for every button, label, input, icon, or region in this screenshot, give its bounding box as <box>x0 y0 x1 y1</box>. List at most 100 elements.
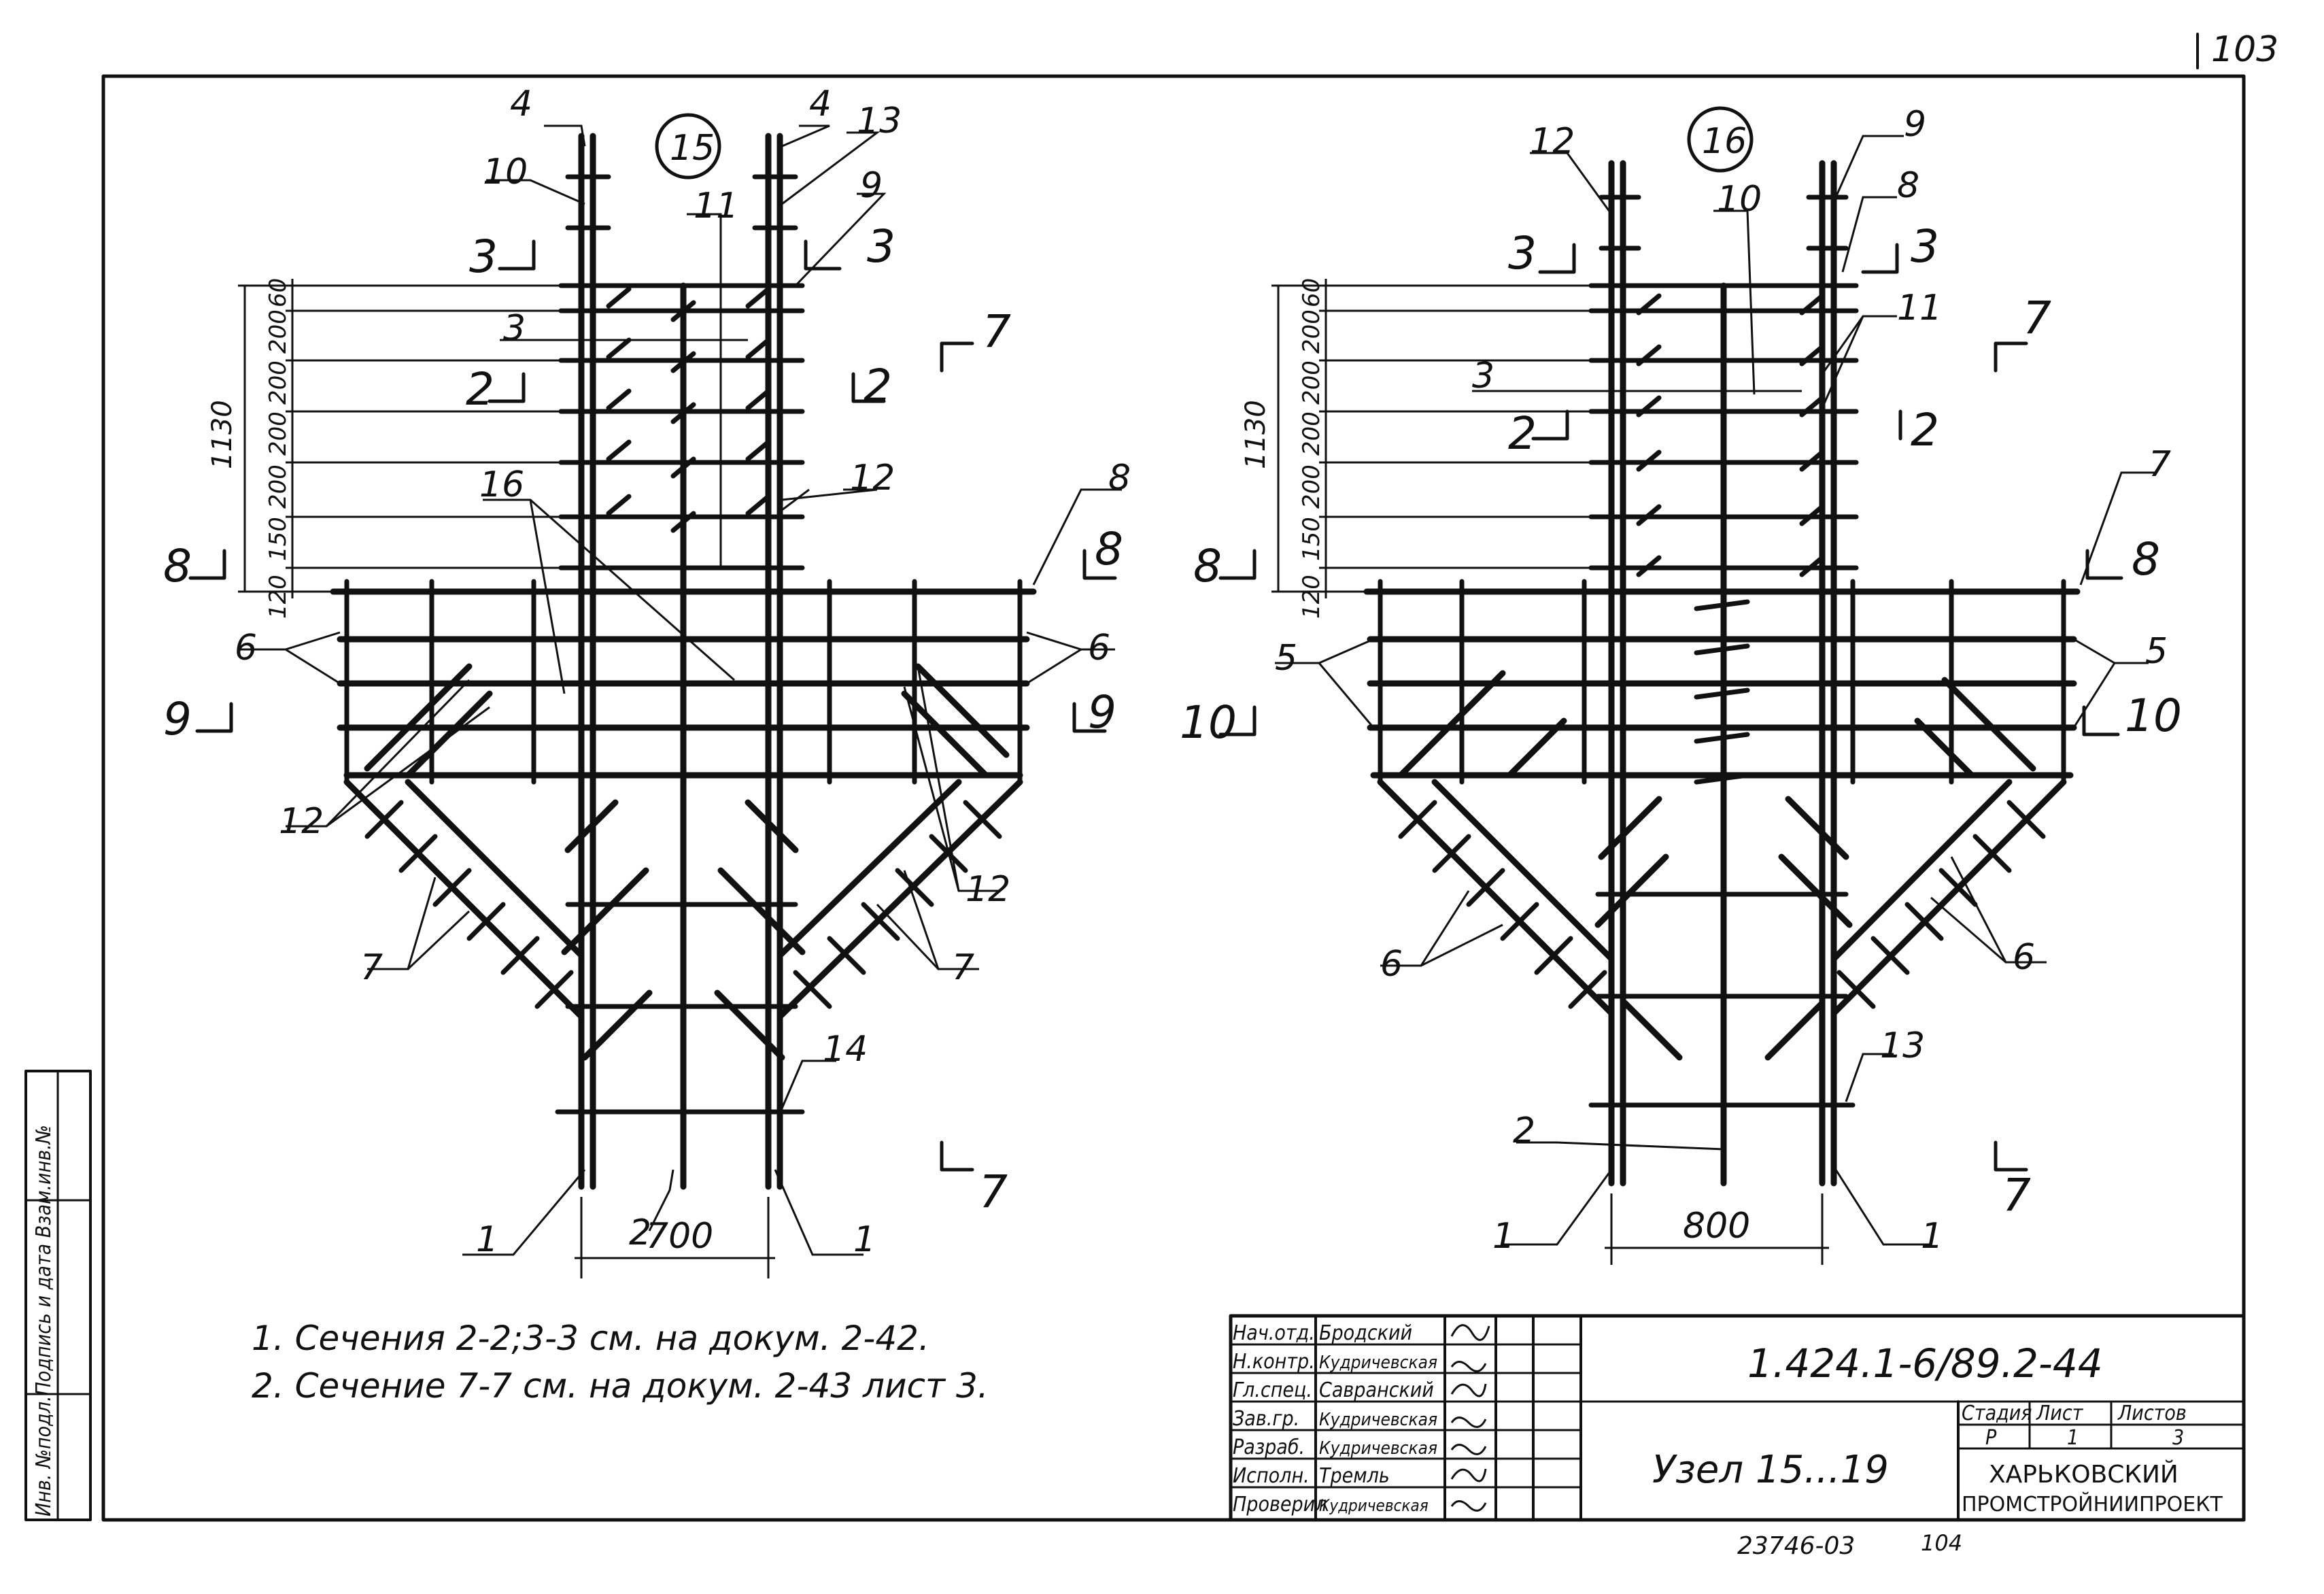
drawing-label: 200 <box>264 360 292 405</box>
drawing-label: Кудричевская <box>1319 1438 1437 1459</box>
drawing-label: 7 <box>360 947 383 988</box>
drawing-label: 150 <box>1298 517 1325 561</box>
drawing-label: Разраб. <box>1233 1436 1305 1459</box>
drawing-label: 2 <box>864 360 892 412</box>
drawing-label: 200 <box>264 411 292 456</box>
drawing-label: 7 <box>952 947 974 988</box>
drawing-label: 8 <box>1897 165 1919 206</box>
drawing-label: 60 <box>264 278 292 307</box>
drawing-label: 200 <box>1298 360 1325 405</box>
drawing-label: 4 <box>809 84 832 124</box>
drawing-title: Узел 15...19 <box>1652 1448 1889 1492</box>
drawing-label: 8 <box>1193 540 1222 592</box>
drawing-label: 9 <box>163 693 192 745</box>
drawing-label: 6 <box>1088 628 1110 668</box>
note-1: 1. Сечения 2-2;3-3 см. на докум. 2-42. <box>252 1319 929 1358</box>
drawing-label: ПРОМСТРОЙНИИПРОЕКТ <box>1962 1492 2223 1516</box>
drawing-label: Лист <box>2036 1402 2084 1425</box>
drawing-label: 8 <box>2132 533 2160 586</box>
drawing-label: 7 <box>979 1166 1008 1218</box>
drawing-label: 200 <box>1298 464 1325 509</box>
drawing-label: 13 <box>857 101 902 141</box>
drawing-label: Кудричевская <box>1319 1410 1437 1430</box>
drawing-label: 11 <box>694 186 738 226</box>
drawing-label: Савранский <box>1319 1378 1434 1402</box>
drawing-label: 10 <box>483 152 528 192</box>
drawing-label: 10 <box>1180 696 1237 749</box>
drawing-label: 2 <box>466 363 494 416</box>
node-16-id: 16 <box>1702 121 1747 162</box>
drawing-label: 6 <box>1380 944 1403 985</box>
drawing-label: 3 <box>1911 220 1939 273</box>
drawing-label: ХАРЬКОВСКИЙ <box>1989 1460 2178 1489</box>
drawing-label: 2 <box>1513 1110 1535 1151</box>
drawing-label: 3 <box>867 220 895 273</box>
node-15-drawing: 15 <box>163 84 1131 1278</box>
side-stamp: Инв. №подл.Подпись и дата Взам.инв.№ <box>24 1070 92 1521</box>
drawing-label: Стадия <box>1962 1402 2032 1425</box>
drawing-label: 2 <box>629 1213 651 1253</box>
drawing-label: 2 <box>1911 404 1939 456</box>
drawing-label: 7 <box>2149 444 2171 485</box>
drawing-label: Гл.спец. <box>1233 1378 1312 1402</box>
drawing-label: 16 <box>479 464 524 505</box>
drawing-label: 1130 <box>207 400 238 469</box>
drawing-label: 8 <box>1108 458 1131 498</box>
drawing-label: 8 <box>1095 523 1123 575</box>
drawing-label: Кудричевская <box>1319 1496 1429 1515</box>
drawing-label: 150 <box>264 517 292 561</box>
drawing-label: 3 <box>2172 1426 2184 1450</box>
drawing-label: Зав.гр. <box>1233 1407 1299 1431</box>
drawing-label: 7 <box>982 305 1011 358</box>
drawing-label: 4 <box>510 84 532 124</box>
copy-number: 23746-03 <box>1737 1532 1855 1560</box>
drawing-label: Листов <box>2117 1402 2187 1425</box>
drawing-label: 11 <box>1897 288 1942 328</box>
drawing-label: Н.контр. <box>1233 1350 1315 1374</box>
drawing-label: 800 <box>1683 1206 1750 1247</box>
drawing-label: 12 <box>1530 121 1575 162</box>
doc-code: 1.424.1-6/89.2-44 <box>1747 1340 2103 1387</box>
note-2: 2. Сечение 7-7 см. на докум. 2-43 лист 3… <box>252 1366 989 1406</box>
sheet-frame <box>101 74 2246 1522</box>
drawing-label: 1 <box>2067 1426 2079 1450</box>
drawing-label: Бродский <box>1319 1321 1412 1345</box>
drawing-label: 8 <box>163 540 192 592</box>
drawing-label: Кудричевская <box>1319 1353 1437 1373</box>
drawing-label: 200 <box>1298 309 1325 354</box>
drawing-label: 3 <box>469 231 498 283</box>
drawing-label: 200 <box>264 309 292 354</box>
drawing-label: 120 <box>1298 575 1325 619</box>
drawing-label: 700 <box>646 1216 713 1257</box>
drawing-label: 2 <box>1508 407 1537 460</box>
drawing-label: 12 <box>966 869 1010 910</box>
node-15-id: 15 <box>670 128 715 169</box>
drawing-label: 1 <box>476 1219 498 1260</box>
drawing-label: 1130 <box>1240 400 1271 469</box>
drawing-label: 60 <box>1298 278 1325 307</box>
node-16-drawing: 16 <box>1180 104 2182 1265</box>
drawing-label: Исполн. <box>1233 1464 1310 1488</box>
drawing-label: 1 <box>1921 1216 1943 1257</box>
drawing-label: 14 <box>823 1029 868 1070</box>
drawing-label: 13 <box>1880 1025 1925 1066</box>
drawing-label: 12 <box>279 801 324 842</box>
title-block: Нач.отд. Н.контр. Гл.спец. Зав.гр. Разра… <box>1229 1314 2246 1522</box>
drawing-label: 200 <box>1298 411 1325 456</box>
drawing-label: 10 <box>2125 690 2182 742</box>
drawing-label: Р <box>1985 1426 1997 1450</box>
drawing-label: 12 <box>850 458 895 498</box>
node-16-id-circle <box>1687 106 1754 173</box>
drawing-label: 7 <box>2023 292 2051 344</box>
drawing-label: 200 <box>264 464 292 509</box>
drawing-label: 6 <box>235 628 257 668</box>
drawing-label: Проверил <box>1233 1493 1327 1516</box>
sheet-number-top: 103 <box>2211 29 2278 70</box>
drawing-label: Тремль <box>1319 1464 1390 1488</box>
node-15-id-circle <box>655 113 721 180</box>
drawing-label: 5 <box>2145 631 2168 672</box>
drawing-label: 3 <box>1472 356 1494 396</box>
drawing-label: 1 <box>853 1219 876 1260</box>
drawing-label: 9 <box>1088 686 1116 739</box>
